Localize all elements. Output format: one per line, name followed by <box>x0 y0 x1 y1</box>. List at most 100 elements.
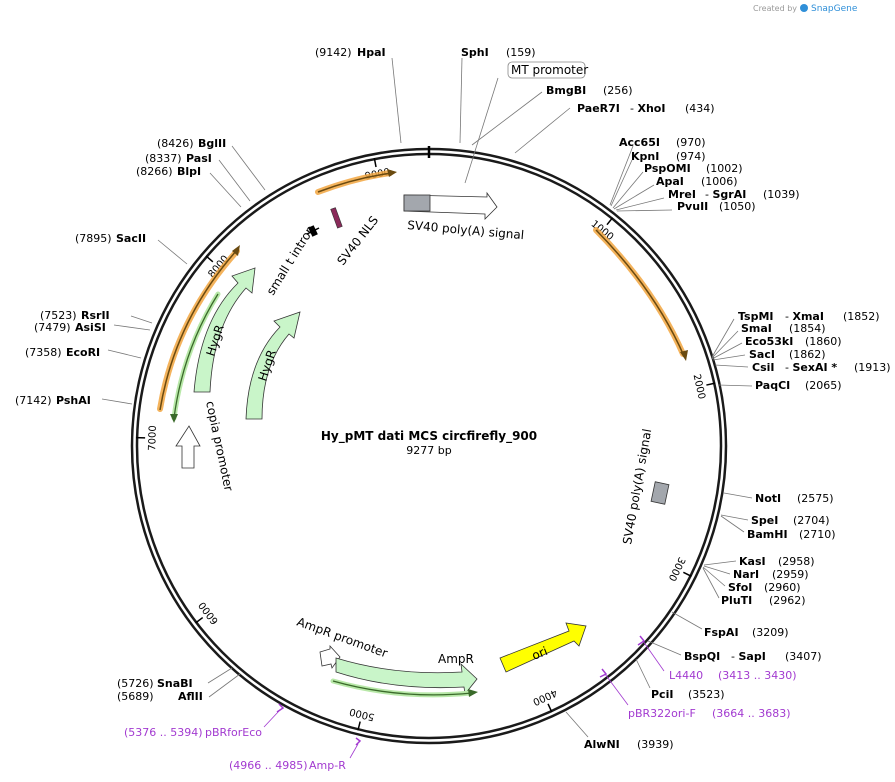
svg-text:(2962): (2962) <box>769 594 806 607</box>
map-size: 9277 bp <box>406 444 451 457</box>
site-fspai[interactable]: FspAI (3209) <box>671 611 789 639</box>
site-pshai[interactable]: (7142) PshAI <box>15 394 133 407</box>
svg-text:(7479): (7479) <box>34 321 71 334</box>
site-pcii[interactable]: PciI (3523) <box>635 658 725 701</box>
hygr-label-outer: HygR <box>204 323 227 358</box>
svg-text:(3413 .. 3430): (3413 .. 3430) <box>718 669 797 682</box>
site-bmgbi[interactable]: BmgBI (256) <box>471 84 633 146</box>
svg-text:(2704): (2704) <box>793 514 830 527</box>
site-paer7i[interactable]: PaeR7I - XhoI (434) <box>514 102 715 154</box>
ruler-tick-4000: 4000 <box>531 686 559 713</box>
svg-text:(2575): (2575) <box>797 492 834 505</box>
svg-text:(5689): (5689) <box>117 690 154 703</box>
ori-label: ori <box>530 644 550 663</box>
site-pasi[interactable]: (8337) PasI <box>145 152 251 202</box>
site-tspmi[interactable]: TspMI - XmaI (1852) <box>711 310 880 358</box>
ampr-promoter-label: AmpR promoter <box>295 615 389 661</box>
svg-text:PaqCI: PaqCI <box>755 379 790 392</box>
sv40-polya-right-feature: SV40 poly(A) signal <box>620 428 670 546</box>
site-csii[interactable]: CsiI - SexAI * (1913) <box>714 361 891 374</box>
svg-text:NotI: NotI <box>755 492 781 505</box>
site-mrei[interactable]: MreI - SgrAI (1039) <box>615 188 800 211</box>
site-bamhi[interactable]: BamHI (2710) <box>720 515 836 541</box>
svg-text:HpaI: HpaI <box>357 46 386 59</box>
site-kasi[interactable]: KasI (2958) <box>703 555 815 568</box>
svg-text:SmaI: SmaI <box>741 322 772 335</box>
sv40-nls-feature: SV40 NLS <box>330 207 381 268</box>
svg-text:FspAI: FspAI <box>704 626 739 639</box>
svg-text:pBRforEco: pBRforEco <box>205 726 262 739</box>
primer-pbrforeco[interactable]: (5376 .. 5394) pBRforEco <box>124 703 285 739</box>
svg-text:3000: 3000 <box>666 555 687 583</box>
svg-text:PluTI: PluTI <box>721 594 752 607</box>
svg-text:(1860): (1860) <box>805 335 842 348</box>
site-pluti[interactable]: PluTI (2962) <box>702 567 806 607</box>
site-alwni[interactable]: AlwNI (3939) <box>565 711 674 751</box>
svg-text:(2958): (2958) <box>778 555 815 568</box>
site-ecori[interactable]: (7358) EcoRI <box>25 346 142 359</box>
ampr-label: AmpR <box>438 652 474 666</box>
svg-text:(3523): (3523) <box>688 688 725 701</box>
site-asisi[interactable]: (7479) AsiSI <box>34 321 151 334</box>
credit-brand: SnapGene <box>811 4 858 14</box>
primer-l4440[interactable]: L4440 (3413 .. 3430) <box>637 635 797 682</box>
svg-text:(434): (434) <box>685 102 715 115</box>
orf-arrow-right <box>593 227 688 361</box>
site-spei[interactable]: SpeI (2704) <box>720 514 830 527</box>
site-smai[interactable]: SmaI (1854) <box>711 322 826 359</box>
site-sacii[interactable]: (7895) SacII <box>75 232 188 265</box>
map-title: Hy_pMT dati MCS circfirefly_900 <box>321 429 537 444</box>
svg-text:(159): (159) <box>506 46 536 59</box>
svg-text:PaeR7I: PaeR7I <box>577 102 620 115</box>
mt-promoter-label: MT promoter <box>511 63 588 77</box>
site-bglii[interactable]: (8426) BglII <box>157 137 266 191</box>
svg-text:(1862): (1862) <box>789 348 826 361</box>
site-sphi[interactable]: SphI (159) <box>459 46 536 144</box>
site-pspomi[interactable]: PspOMI (1002) <box>612 162 743 209</box>
sv40-polya-right-label: SV40 poly(A) signal <box>620 428 654 546</box>
svg-text:(1852): (1852) <box>843 310 880 323</box>
svg-text:MreI: MreI <box>668 188 696 201</box>
site-noti[interactable]: NotI (2575) <box>723 492 834 505</box>
svg-text:SacI: SacI <box>749 348 775 361</box>
svg-text:SnaBI: SnaBI <box>157 677 193 690</box>
svg-text:RsrII: RsrII <box>81 309 110 322</box>
svg-text:KasI: KasI <box>739 555 766 568</box>
site-kpni[interactable]: KpnI (974) <box>610 150 706 207</box>
site-snabi[interactable]: (5726) SnaBI <box>117 667 233 690</box>
site-hpai[interactable]: (9142) HpaI <box>315 46 402 144</box>
orf-arrow-top <box>315 169 397 195</box>
site-aflii[interactable]: (5689) AflII <box>117 673 241 703</box>
svg-text:Amp-R: Amp-R <box>309 759 346 772</box>
site-acc65i[interactable]: Acc65I (970) <box>609 136 706 206</box>
site-eco53ki[interactable]: Eco53kI (1860) <box>711 335 842 360</box>
svg-text:PshAI: PshAI <box>56 394 91 407</box>
sv40-polya-top-feature: SV40 poly(A) signal <box>403 191 525 242</box>
svg-text:(8426): (8426) <box>157 137 194 150</box>
site-paqci[interactable]: PaqCI (2065) <box>717 379 842 392</box>
svg-text:(8266): (8266) <box>136 165 173 178</box>
svg-text:(974): (974) <box>676 150 706 163</box>
site-saci[interactable]: SacI (1862) <box>712 348 826 361</box>
svg-text:BlpI: BlpI <box>177 165 201 178</box>
svg-text:(256): (256) <box>603 84 633 97</box>
svg-text:L4440: L4440 <box>669 669 703 682</box>
primer-pbr322ori-f[interactable]: pBR322ori-F (3664 .. 3683) <box>599 668 791 720</box>
svg-text:AlwNI: AlwNI <box>584 738 620 751</box>
svg-text:NarI: NarI <box>733 568 759 581</box>
site-pvuii[interactable]: PvuII (1050) <box>616 200 756 213</box>
svg-text:PciI: PciI <box>651 688 673 701</box>
site-bspqi[interactable]: BspQI - SapI (3407) <box>647 640 822 663</box>
svg-text:(3407): (3407) <box>785 650 822 663</box>
svg-text:Eco53kI: Eco53kI <box>745 335 793 348</box>
svg-text:(4966 .. 4985): (4966 .. 4985) <box>229 759 308 772</box>
primer-amp-r[interactable]: (4966 .. 4985) Amp-R <box>229 737 362 772</box>
site-rsrii[interactable]: (7523) RsrII <box>40 309 153 324</box>
site-sfoi[interactable]: SfoI (2960) <box>702 566 801 594</box>
svg-text:- XhoI: - XhoI <box>630 102 665 115</box>
svg-text:SacII: SacII <box>116 232 146 245</box>
site-blpi[interactable]: (8266) BlpI <box>136 165 242 208</box>
site-nari[interactable]: NarI (2959) <box>703 565 809 581</box>
site-apai[interactable]: ApaI (1006) <box>613 175 738 210</box>
svg-text:(2710): (2710) <box>799 528 836 541</box>
